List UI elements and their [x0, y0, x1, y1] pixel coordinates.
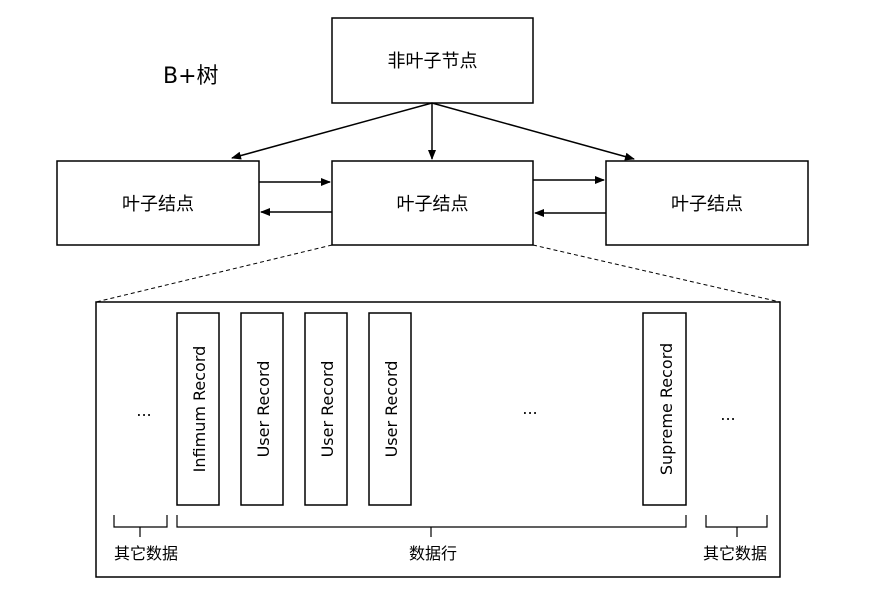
- record-infimum-label: Infimum Record: [190, 346, 209, 473]
- ellipsis-right: ...: [720, 405, 735, 424]
- leaf-node-right-label: 叶子结点: [671, 194, 743, 215]
- leaf-node-left: 叶子结点: [56, 160, 260, 246]
- brace-other-left: [113, 515, 168, 537]
- record-user-2-label: User Record: [318, 361, 337, 458]
- leaf-node-center-label: 叶子结点: [397, 194, 469, 215]
- arrow-nonleaf-to-leaf-right: [431, 102, 635, 161]
- ellipsis-left: ...: [136, 401, 151, 420]
- record-user-1-label: User Record: [254, 361, 273, 458]
- non-leaf-node: 非叶子节点: [331, 17, 534, 104]
- brace-data-rows: [176, 515, 687, 537]
- record-user-2: User Record: [304, 312, 348, 506]
- label-other-data-right: 其它数据: [703, 544, 767, 563]
- label-other-data-left: 其它数据: [114, 544, 178, 563]
- leaf-node-center: 叶子结点: [331, 160, 534, 246]
- non-leaf-node-label: 非叶子节点: [388, 51, 478, 72]
- ellipsis-middle: ...: [522, 399, 537, 418]
- label-data-rows: 数据行: [409, 544, 457, 563]
- brace-other-right: [705, 515, 768, 537]
- expand-line-left: [95, 244, 333, 303]
- record-supreme: Supreme Record: [642, 312, 687, 506]
- arrow-nonleaf-to-leaf-left: [231, 102, 433, 160]
- record-user-3-label: User Record: [382, 361, 401, 458]
- expand-line-right: [532, 244, 781, 303]
- leaf-node-left-label: 叶子结点: [122, 194, 194, 215]
- diagram-title: B+树: [163, 64, 219, 89]
- record-infimum: Infimum Record: [176, 312, 220, 506]
- record-supreme-label: Supreme Record: [657, 343, 676, 475]
- leaf-node-right: 叶子结点: [605, 160, 809, 246]
- record-user-3: User Record: [368, 312, 412, 506]
- record-user-1: User Record: [240, 312, 284, 506]
